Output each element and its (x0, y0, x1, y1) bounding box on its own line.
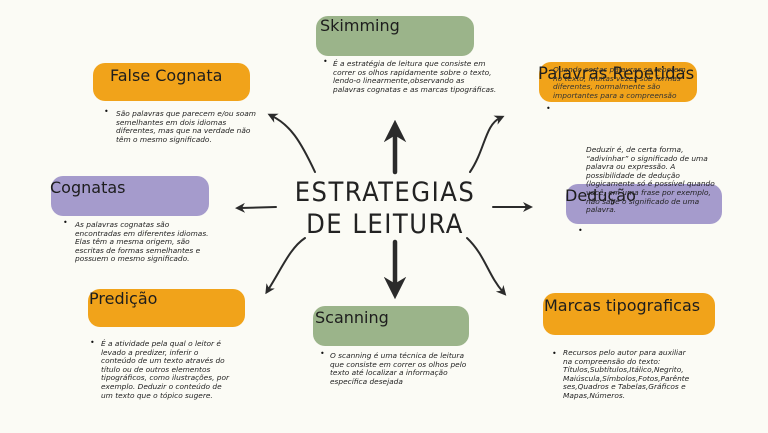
skimming-title: Skimming (320, 16, 400, 35)
cognatas-bullet: • (63, 218, 68, 227)
arrow-to-false-cognata (267, 113, 316, 173)
palavras-repetidas-text: Quando certas palavras se repetem no tex… (553, 65, 686, 100)
deducao-bullet: • (578, 226, 583, 235)
predicao-node: Predição (88, 289, 245, 327)
cognatas-title: Cognatas (50, 178, 126, 197)
scanning-node: Scanning (313, 306, 469, 346)
false-cognata-node: False Cognata (93, 63, 250, 101)
skimming-text: É a estratégia de leitura que consiste e… (333, 59, 497, 94)
palavras-repetidas-bullet: • (546, 104, 551, 113)
deducao-title: Dedução (565, 186, 636, 205)
central-title-line-2: DE LEITURA (306, 209, 464, 240)
marcas-tipograficas-title: Marcas tipograficas (544, 296, 701, 315)
palavras-repetidas-node: Palavras Repetidas (538, 62, 697, 102)
marcas-tipograficas-node: Marcas tipograficas (543, 293, 715, 335)
scanning-bullet: • (320, 349, 325, 358)
skimming-node: Skimming (316, 16, 474, 56)
cognatas-node: Cognatas (50, 176, 209, 216)
predicao-text: É a atividade pela qual o leitor é levad… (101, 339, 230, 400)
predicao-bullet: • (90, 338, 95, 347)
arrow-to-palavras-repetidas (469, 115, 505, 173)
central-topic: ESTRATEGIAS DE LEITURA (285, 177, 485, 241)
arrow-to-predicao (265, 237, 306, 295)
palavras-repetidas-title: Palavras Repetidas (538, 64, 695, 83)
cognatas-text: As palavras cognatas são encontradas em … (75, 220, 209, 264)
deducao-node: Dedução (565, 184, 722, 224)
deducao-text: Deduzir é, de certa forma, “adivinhar” o… (586, 145, 715, 215)
scanning-text: O scanning é uma técnica de leitura que … (330, 351, 467, 386)
marcas-bullet: • (552, 349, 557, 358)
scanning-title: Scanning (315, 308, 389, 327)
false-cognata-title: False Cognata (110, 66, 223, 85)
predicao-title: Predição (89, 289, 158, 308)
arrow-to-marcas (466, 237, 507, 296)
skimming-bullet: • (323, 57, 328, 66)
false-cognata-bullet: • (104, 107, 109, 116)
false-cognata-text: São palavras que parecem e/ou soam semel… (116, 109, 256, 144)
marcas-text: Recursos pelo autor para auxiliar na com… (563, 348, 690, 400)
central-title-line-1: ESTRATEGIAS (294, 177, 476, 208)
arrow-to-cognatas (235, 202, 277, 213)
